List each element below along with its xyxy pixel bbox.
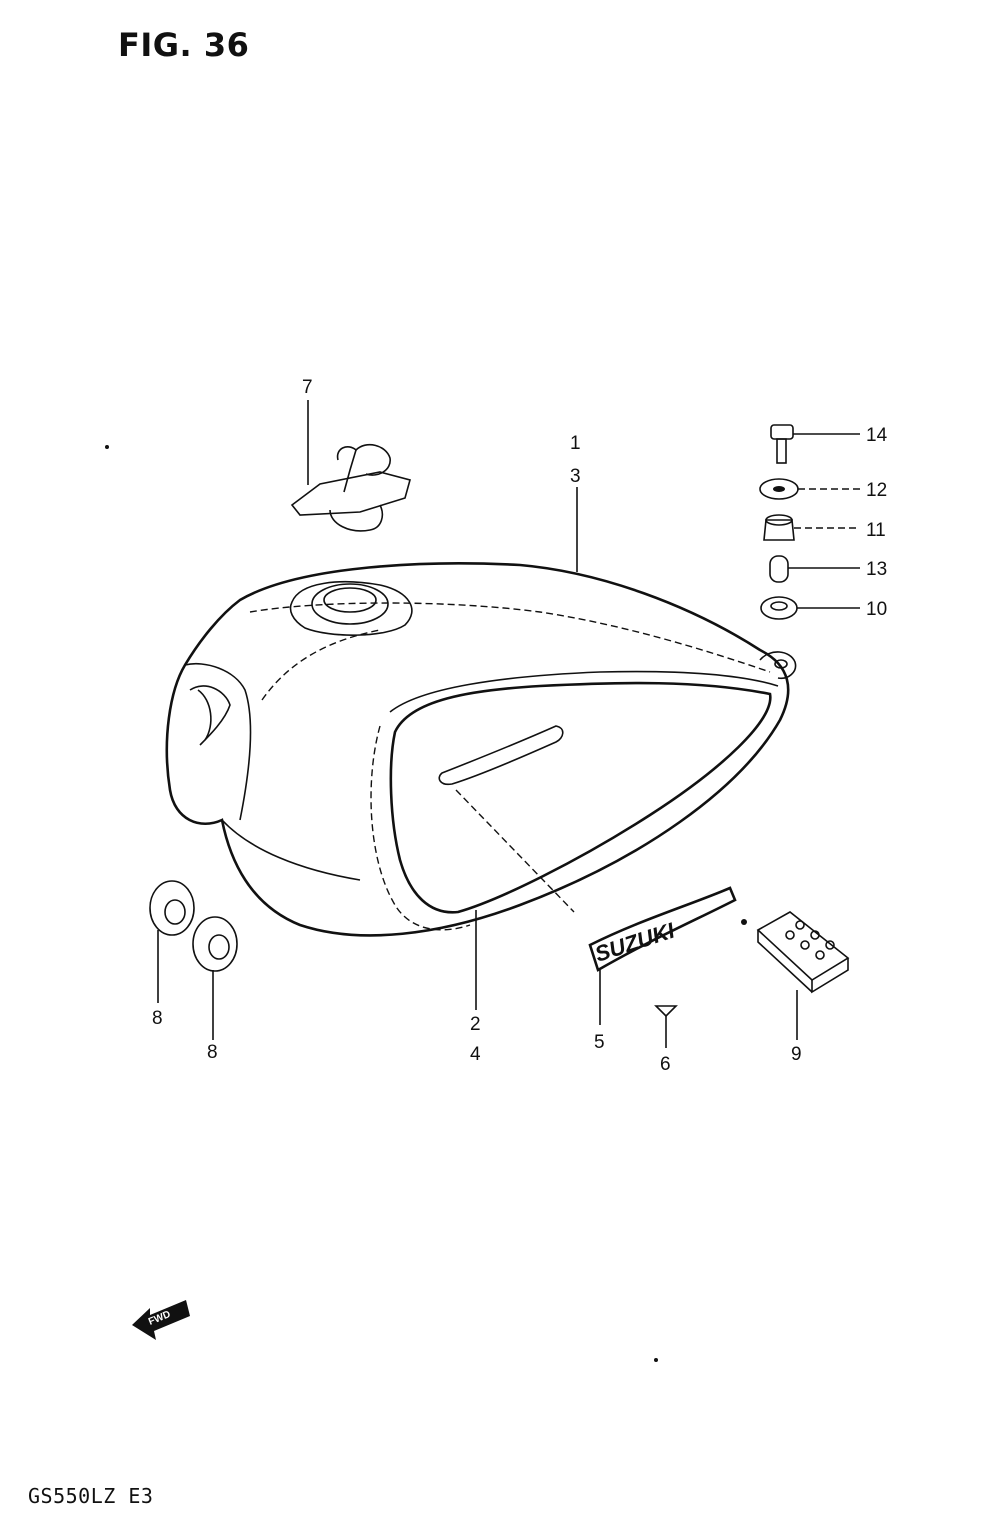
- callout-7: 7: [302, 377, 313, 398]
- cushion-left: [149, 880, 195, 1003]
- nut-10: [760, 596, 860, 620]
- callout-labels: 1 3 2 4 5 6 7 8 8 9 10 11 12 13 14: [152, 377, 888, 1075]
- suzuki-emblem: SUZUKI: [588, 886, 737, 1025]
- bolt-14: [770, 424, 860, 464]
- fwd-arrow-icon: FWD: [132, 1300, 190, 1340]
- figure-title: FIG. 36: [118, 26, 250, 64]
- washer-12: [759, 478, 860, 500]
- emblem-screw: [654, 1005, 678, 1048]
- callout-13: 13: [866, 559, 887, 580]
- callout-2: 2: [470, 1014, 481, 1035]
- callout-3: 3: [570, 466, 581, 487]
- callout-14: 14: [866, 425, 888, 446]
- knee-pad: [741, 911, 850, 1040]
- callout-8a: 8: [152, 1008, 163, 1029]
- model-code: GS550LZ E3: [28, 1484, 154, 1508]
- callout-11: 11: [866, 520, 886, 541]
- callout-5: 5: [594, 1032, 605, 1053]
- callout-4: 4: [470, 1044, 481, 1065]
- cushion-right: [192, 916, 238, 1040]
- collar-13: [769, 555, 860, 583]
- callout-10: 10: [866, 599, 887, 620]
- fuel-cap: [290, 400, 411, 532]
- fuel-tank: [165, 562, 797, 937]
- callout-6: 6: [660, 1054, 671, 1075]
- callout-12: 12: [866, 480, 887, 501]
- callout-1: 1: [570, 433, 581, 454]
- callout-8b: 8: [207, 1042, 218, 1063]
- callout-9: 9: [791, 1044, 802, 1065]
- nut-11: [763, 514, 860, 541]
